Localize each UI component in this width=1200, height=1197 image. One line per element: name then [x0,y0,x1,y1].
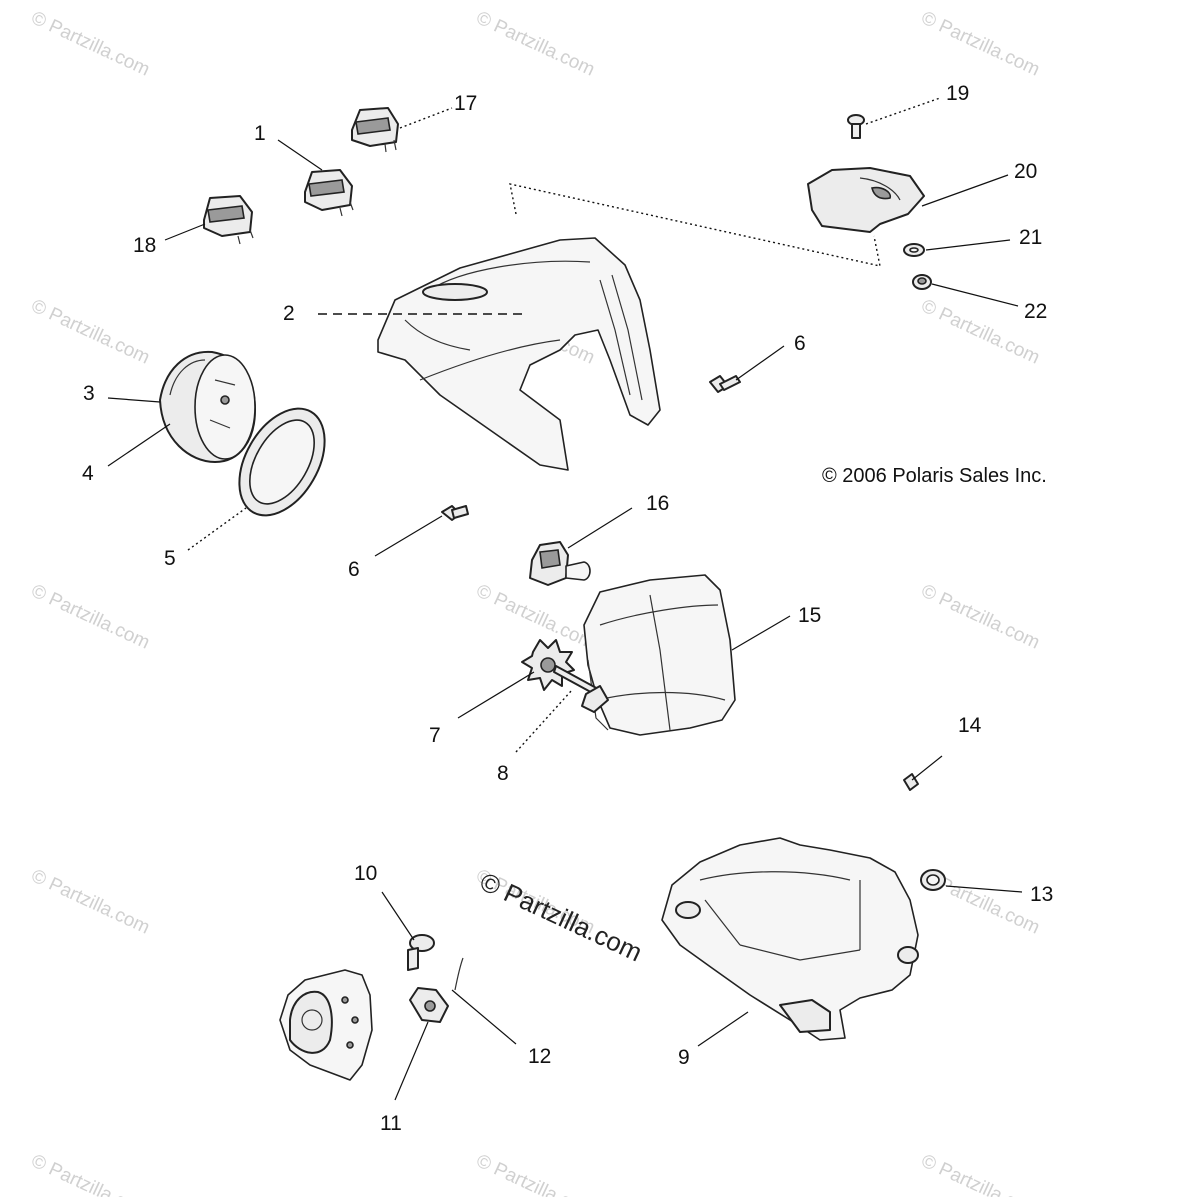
callout-22[interactable]: 22 [1024,300,1047,323]
part-17-switch[interactable] [351,107,399,153]
part-22-grommet[interactable] [912,274,932,290]
callout-20[interactable]: 20 [1014,160,1037,183]
part-2-headlight-cover[interactable] [377,237,661,471]
part-15-headlight[interactable] [583,574,736,736]
part-12-wire[interactable] [454,957,464,991]
watermark-tile: © Partzilla.com [28,1150,153,1197]
part-7-adjuster-gear[interactable] [521,639,575,691]
part-13-grommet[interactable] [920,869,946,891]
part-5-lens-ring[interactable] [222,394,342,530]
part-10-bolt[interactable] [407,934,435,971]
part-11-sensor[interactable] [409,987,449,1023]
leader-lines [107,97,1023,1101]
watermark-tile: © Partzilla.com [28,865,153,938]
part-18-switch[interactable] [203,195,254,245]
callout-17[interactable]: 17 [454,92,477,115]
callout-4[interactable]: 4 [82,462,94,485]
callouts: 1 2 3 4 5 6 6 7 8 9 10 11 12 13 14 15 16… [82,82,1053,1135]
part-21-washer[interactable] [903,243,925,257]
watermark-tile: © Partzilla.com [473,1150,598,1197]
watermark-tile: © Partzilla.com [918,1150,1043,1197]
callout-1[interactable]: 1 [254,122,266,145]
callout-21[interactable]: 21 [1019,226,1042,249]
callout-6-right[interactable]: 6 [794,332,806,355]
watermark-tile: © Partzilla.com [473,7,598,80]
callout-10[interactable]: 10 [354,862,377,885]
part-9-lower-housing[interactable] [661,837,919,1041]
part-19-screw[interactable] [847,114,865,139]
part-1-switch[interactable] [304,169,354,217]
watermark-tile: © Partzilla.com [918,580,1043,653]
callout-11[interactable]: 11 [380,1112,402,1135]
part-16-bulb-socket[interactable] [529,541,591,586]
callout-3[interactable]: 3 [83,382,95,405]
watermark-tile: © Partzilla.com [28,295,153,368]
watermark-tile: © Partzilla.com [28,580,153,653]
callout-2[interactable]: 2 [283,302,295,325]
watermark-tile: © Partzilla.com [28,7,153,80]
callout-5[interactable]: 5 [164,547,176,570]
callout-12[interactable]: 12 [528,1045,551,1068]
callout-16[interactable]: 16 [646,492,669,515]
part-14-clip[interactable] [903,773,919,791]
callout-19[interactable]: 19 [946,82,969,105]
callout-6-left[interactable]: 6 [348,558,360,581]
part-3-4-lamp-housing[interactable] [159,350,256,463]
callout-9[interactable]: 9 [678,1046,690,1069]
center-watermark: © Partzilla.com [475,866,646,967]
callout-7[interactable]: 7 [429,724,441,747]
callout-15[interactable]: 15 [798,604,821,627]
callout-14[interactable]: 14 [958,714,982,737]
callout-13[interactable]: 13 [1030,883,1053,906]
copyright-notice: © 2006 Polaris Sales Inc. [822,465,1047,487]
part-8-adjuster-rod[interactable] [553,665,609,713]
watermark-tile: © Partzilla.com [918,7,1043,80]
watermark-tile: © Partzilla.com [473,580,598,653]
callout-8[interactable]: 8 [497,762,509,785]
part-mechanism-assembly[interactable] [279,969,373,1081]
part-6-screw-right[interactable] [709,375,741,393]
part-20-cover[interactable] [807,167,925,233]
part-6-screw-left[interactable] [441,505,469,521]
callout-18[interactable]: 18 [133,234,156,257]
